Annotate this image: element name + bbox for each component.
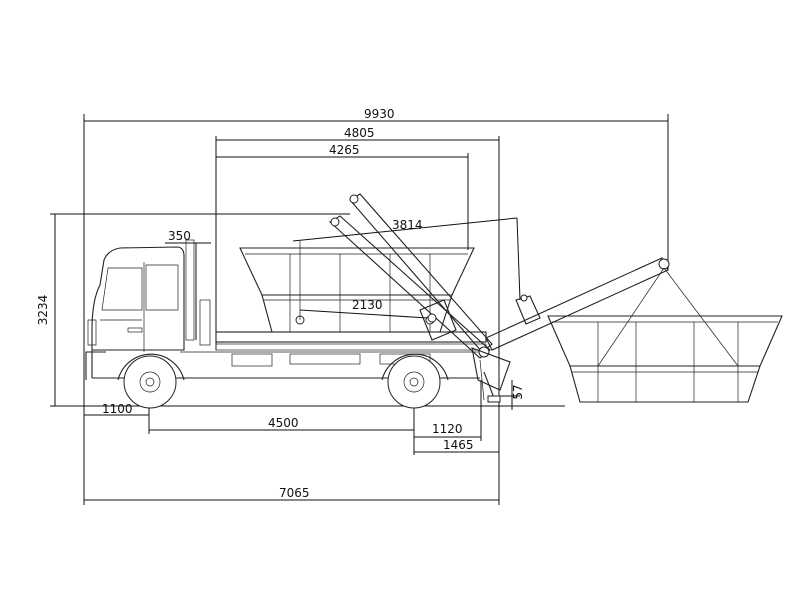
stabilizer-leg — [483, 371, 495, 399]
front-wheel-center-icon — [145, 377, 155, 387]
extended-arm — [485, 257, 670, 351]
arm-pivot-top-1 — [330, 217, 340, 227]
door-handle — [127, 327, 143, 333]
label-4805: 4805 — [344, 126, 375, 140]
container-top-frame — [239, 247, 475, 296]
arm-link-pin — [520, 294, 528, 302]
front-wheel — [123, 355, 177, 409]
label-1465: 1465 — [443, 438, 474, 452]
fuel-tank — [231, 353, 273, 367]
label-7065: 7065 — [279, 486, 310, 500]
arm-pivot-top-2 — [349, 194, 359, 204]
cab-window — [101, 267, 143, 311]
headlight — [87, 319, 97, 346]
cab-body — [91, 246, 185, 378]
cab-door-window — [145, 264, 179, 311]
arm-left-retracted — [329, 215, 491, 359]
cab-back-equipment — [199, 299, 211, 346]
front-wheel-hub-icon — [139, 371, 161, 393]
dim-2130-line — [299, 309, 429, 319]
label-9930: 9930 — [364, 107, 395, 121]
lifted-chain-left — [597, 267, 665, 367]
lifted-container-bottom — [569, 365, 761, 403]
lifting-arms — [329, 193, 511, 403]
dim-3814-ext — [516, 217, 521, 301]
chassis-rail — [215, 343, 487, 351]
rear-wheel-center-icon — [409, 377, 419, 387]
chassis-bed — [215, 331, 487, 343]
label-1120: 1120 — [432, 422, 463, 436]
rear-wheel-arch — [381, 353, 449, 381]
dimension-labels: 9930 4805 4265 3814 350 2130 3234 1100 4… — [36, 107, 525, 500]
lifted-container-top — [547, 315, 783, 367]
label-3234: 3234 — [36, 295, 50, 326]
container-lower-body — [261, 294, 453, 333]
label-4265: 4265 — [329, 143, 360, 157]
arm-extended-tip — [658, 258, 670, 270]
wheels — [117, 353, 449, 409]
front-wheel-arch — [117, 353, 185, 381]
rear-wheel — [387, 355, 441, 409]
arm-extended — [485, 257, 669, 351]
dim-3814-line — [292, 217, 518, 242]
container-lifted — [547, 267, 783, 403]
container-on-truck — [239, 241, 475, 333]
rear-hook-line — [479, 359, 485, 401]
cylinder-pin — [427, 313, 437, 323]
side-box — [289, 353, 361, 365]
label-2130: 2130 — [352, 298, 383, 312]
dimension-lines — [50, 114, 669, 505]
arm-hydraulic-cylinder — [419, 299, 457, 341]
label-57: 57 — [511, 384, 525, 399]
label-4500: 4500 — [268, 416, 299, 430]
label-3814: 3814 — [392, 218, 423, 232]
lifted-chain-right — [663, 267, 739, 367]
rear-wheel-hub-icon — [403, 371, 425, 393]
front-bumper — [85, 351, 106, 380]
exhaust-stack — [185, 239, 195, 341]
truck-cab — [85, 239, 211, 380]
label-1100: 1100 — [102, 402, 133, 416]
arm-extended-link — [515, 295, 541, 325]
stabilizer-foot — [487, 395, 501, 403]
stabilizer-bracket — [471, 347, 511, 391]
label-350: 350 — [168, 229, 191, 243]
